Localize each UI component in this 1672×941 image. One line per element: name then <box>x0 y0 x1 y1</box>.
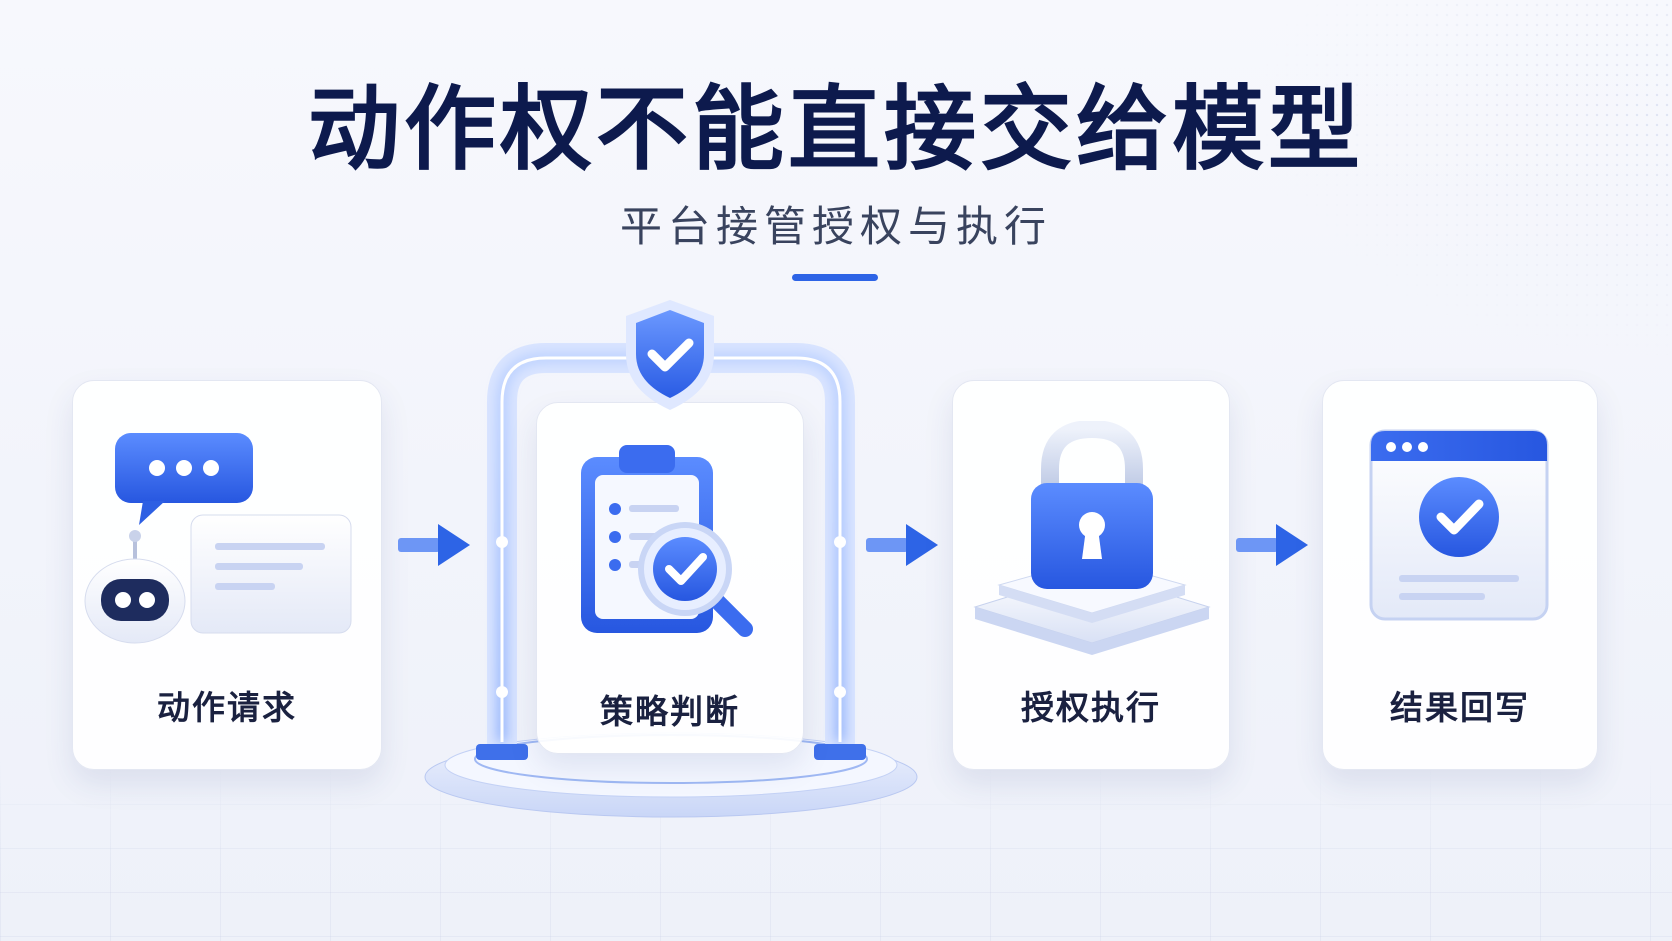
browser-check-icon <box>1369 429 1549 621</box>
step-label-policy-decision: 策略判断 <box>600 692 740 731</box>
title-accent-bar <box>792 274 878 281</box>
step-card-action-request: 动作请求 <box>72 380 382 770</box>
page-subtitle: 平台接管授权与执行 <box>619 202 1052 251</box>
arrow-right-icon <box>1236 524 1308 566</box>
step-label-action-request: 动作请求 <box>157 688 297 727</box>
page-title: 动作权不能直接交给模型 <box>307 76 1364 183</box>
step-card-authorized-execution: 授权执行 <box>952 380 1230 770</box>
chat-robot-icon <box>84 433 352 644</box>
padlock-icon <box>973 421 1211 655</box>
background-dot-pattern <box>1252 0 1672 360</box>
clipboard-check-magnifier-icon <box>581 445 753 637</box>
step-card-policy-decision: 策略判断 <box>536 402 804 754</box>
step-label-authorized-execution: 授权执行 <box>1021 688 1161 727</box>
arrow-right-icon <box>398 524 470 566</box>
arrow-right-icon <box>866 524 938 566</box>
step-card-result-writeback: 结果回写 <box>1322 380 1598 770</box>
step-label-result-writeback: 结果回写 <box>1390 688 1530 727</box>
shield-check-icon <box>626 300 714 410</box>
